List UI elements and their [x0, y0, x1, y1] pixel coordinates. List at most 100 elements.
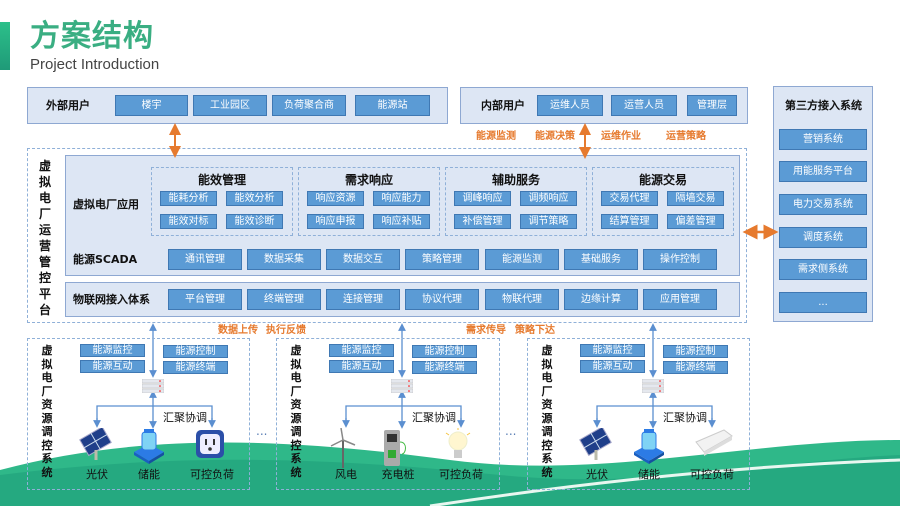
- resource-function-item[interactable]: 能源互动: [329, 360, 394, 373]
- iot-item[interactable]: 物联代理: [485, 289, 559, 310]
- app-function-item[interactable]: 能耗分析: [160, 191, 217, 206]
- resource-function-item[interactable]: 能源互动: [80, 360, 145, 373]
- air-conditioner-icon: [694, 428, 733, 464]
- app-function-item[interactable]: 响应资源: [307, 191, 364, 206]
- scada-item[interactable]: 通讯管理: [168, 249, 242, 270]
- app-group-title: 能源交易: [638, 173, 687, 187]
- internal-users-label: 内部用户: [481, 99, 525, 112]
- flow-label: 数据上传: [218, 325, 258, 336]
- iot-item[interactable]: 边缘计算: [564, 289, 638, 310]
- page-subtitle: Project Introduction: [30, 56, 160, 73]
- iot-item[interactable]: 协议代理: [405, 289, 479, 310]
- device-label: 储能: [638, 468, 660, 481]
- app-group-title: 能效管理: [197, 173, 246, 187]
- solar-panel-icon: [579, 426, 615, 464]
- device-label: 储能: [138, 468, 160, 481]
- resource-function-item[interactable]: 能源监控: [80, 344, 145, 357]
- scada-item[interactable]: 能源监测: [485, 249, 559, 270]
- ellipsis-separator: ...: [256, 424, 268, 438]
- light-bulb-icon: [443, 428, 479, 464]
- external-user-item[interactable]: 负荷聚合商: [272, 95, 346, 116]
- title-accent-bar: [0, 22, 10, 70]
- scada-item[interactable]: 基础服务: [564, 249, 638, 270]
- app-group-box: [298, 167, 440, 236]
- resource-function-item[interactable]: 能源终端: [663, 361, 728, 374]
- resource-function-item[interactable]: 能源互动: [580, 360, 645, 373]
- iot-item[interactable]: 平台管理: [168, 289, 242, 310]
- app-function-item[interactable]: 调频响应: [520, 191, 577, 206]
- flow-label: 运营策略: [666, 131, 706, 142]
- app-function-item[interactable]: 响应补贴: [373, 214, 430, 229]
- third-party-label: 第三方接入系统: [785, 99, 862, 112]
- app-function-item[interactable]: 隔墙交易: [667, 191, 724, 206]
- scada-item[interactable]: 数据采集: [247, 249, 321, 270]
- device-label: 可控负荷: [690, 468, 734, 481]
- resource-function-item[interactable]: 能源监控: [580, 344, 645, 357]
- flow-label: 运维作业: [601, 131, 641, 142]
- solar-panel-icon: [79, 426, 115, 464]
- flow-label: 执行反馈: [266, 325, 306, 336]
- scada-item[interactable]: 操作控制: [643, 249, 717, 270]
- app-group-box: [151, 167, 293, 236]
- third-party-item[interactable]: 营销系统: [779, 129, 867, 150]
- iot-item[interactable]: 连接管理: [326, 289, 400, 310]
- resource-system-label: 虚拟电厂资源调控系统: [290, 344, 302, 479]
- internal-user-item[interactable]: 管理层: [687, 95, 737, 116]
- resource-function-item[interactable]: 能源终端: [163, 361, 228, 374]
- resource-function-item[interactable]: 能源控制: [412, 345, 477, 358]
- app-function-item[interactable]: 偏差管理: [667, 214, 724, 229]
- app-function-item[interactable]: 能效对标: [160, 214, 217, 229]
- resource-control-system: [27, 338, 250, 490]
- coordination-label: 汇聚协调: [663, 411, 707, 424]
- external-users-label: 外部用户: [46, 99, 90, 112]
- resource-function-item[interactable]: 能源控制: [663, 345, 728, 358]
- charging-pile-icon: [380, 428, 416, 466]
- device-label: 光伏: [586, 468, 608, 481]
- device-label: 可控负荷: [439, 468, 483, 481]
- app-group-title: 需求响应: [344, 173, 393, 187]
- scada-item[interactable]: 策略管理: [405, 249, 479, 270]
- iot-item[interactable]: 终端管理: [247, 289, 321, 310]
- gateway-server-icon: [641, 378, 665, 394]
- power-socket-icon: [194, 428, 230, 464]
- external-user-item[interactable]: 楼宇: [115, 95, 188, 116]
- coordination-label: 汇聚协调: [412, 411, 456, 424]
- page-title: 方案结构: [30, 19, 154, 54]
- device-label: 光伏: [86, 468, 108, 481]
- iot-item[interactable]: 应用管理: [643, 289, 717, 310]
- internal-user-item[interactable]: 运营人员: [611, 95, 677, 116]
- app-function-item[interactable]: 补偿管理: [454, 214, 511, 229]
- scada-item[interactable]: 数据交互: [326, 249, 400, 270]
- gateway-server-icon: [390, 378, 414, 394]
- device-label: 充电桩: [381, 468, 415, 481]
- distribution-line: [345, 405, 462, 422]
- external-user-item[interactable]: 能源站: [355, 95, 430, 116]
- app-function-item[interactable]: 能效诊断: [226, 214, 283, 229]
- third-party-item[interactable]: 用能服务平台: [779, 161, 867, 182]
- platform-label: 虚拟电厂运营管控平台: [38, 159, 51, 317]
- flow-label: 能源决策: [535, 131, 575, 142]
- third-party-item[interactable]: ...: [779, 292, 867, 313]
- third-party-item[interactable]: 调度系统: [779, 227, 867, 248]
- third-party-item[interactable]: 电力交易系统: [779, 194, 867, 215]
- resource-function-item[interactable]: 能源监控: [329, 344, 394, 357]
- app-function-item[interactable]: 能效分析: [226, 191, 283, 206]
- app-function-item[interactable]: 调节策略: [520, 214, 577, 229]
- resource-function-item[interactable]: 能源终端: [412, 361, 477, 374]
- energy-storage-icon: [631, 428, 667, 464]
- ellipsis-separator: ...: [505, 424, 517, 438]
- app-function-item[interactable]: 调峰响应: [454, 191, 511, 206]
- app-function-item[interactable]: 响应能力: [373, 191, 430, 206]
- resource-function-item[interactable]: 能源控制: [163, 345, 228, 358]
- third-party-item[interactable]: 需求侧系统: [779, 259, 867, 280]
- resource-control-system: [276, 338, 500, 490]
- flow-label: 能源监测: [476, 131, 516, 142]
- app-layer-label: 虚拟电厂应用: [73, 198, 139, 211]
- internal-user-item[interactable]: 运维人员: [537, 95, 603, 116]
- app-function-item[interactable]: 响应申报: [307, 214, 364, 229]
- app-function-item[interactable]: 交易代理: [601, 191, 658, 206]
- external-user-item[interactable]: 工业园区: [193, 95, 267, 116]
- app-function-item[interactable]: 结算管理: [601, 214, 658, 229]
- device-label: 可控负荷: [190, 468, 234, 481]
